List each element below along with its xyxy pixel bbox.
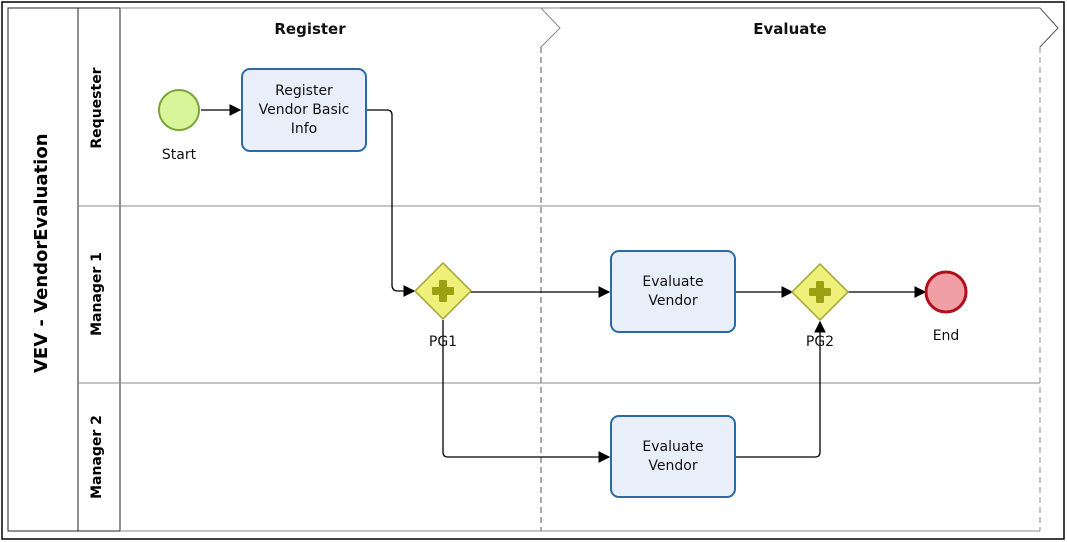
pool-header	[7, 7, 79, 532]
pool-title: VEV - VendorEvaluation	[31, 133, 52, 373]
gateway-pg1[interactable]	[413, 261, 473, 321]
start-event-label: Start	[161, 147, 197, 163]
gateway-pg2[interactable]	[790, 262, 850, 322]
phase-label-evaluate: Evaluate	[753, 20, 827, 38]
lane-title-manager-1: Manager 1	[89, 252, 105, 336]
gateway-pg1-label: PG1	[428, 334, 458, 350]
flow-evaluate-m2-to-pg2	[735, 320, 826, 458]
lane-title-requester: Requester	[89, 67, 105, 149]
flow-register-to-pg1	[366, 109, 416, 297]
task-evaluate-vendor-manager-1[interactable]: Evaluate Vendor	[610, 250, 736, 333]
lane-header-column	[77, 7, 121, 532]
end-event[interactable]	[924, 270, 968, 314]
phase-label-register: Register	[274, 20, 346, 38]
end-event-label: End	[932, 328, 960, 344]
task-register-vendor-basic-info[interactable]: Register Vendor Basic Info	[241, 68, 367, 152]
start-event[interactable]	[158, 89, 200, 131]
phase-evaluate-header	[560, 7, 1059, 48]
task-evaluate-vendor-manager-2[interactable]: Evaluate Vendor	[610, 415, 736, 498]
lane-title-manager-2: Manager 2	[89, 415, 105, 499]
gateway-pg2-label: PG2	[805, 334, 835, 350]
phase-register-header	[120, 7, 561, 48]
flow-pg1-to-evaluate-m2	[442, 320, 611, 463]
